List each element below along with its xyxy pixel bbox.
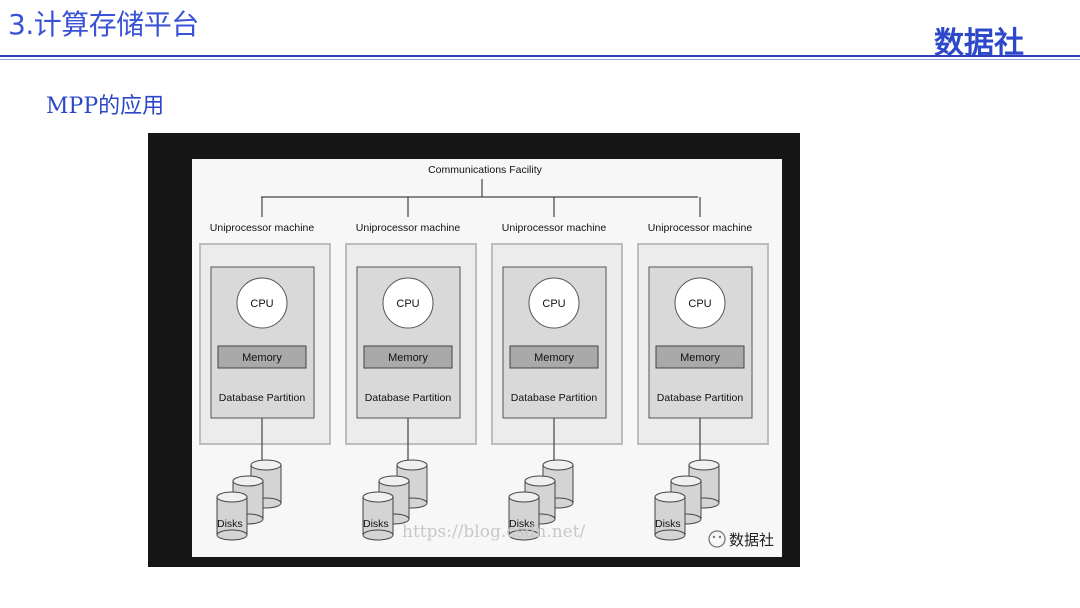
- communications-facility-label: Communications Facility: [428, 164, 543, 176]
- disk-top: [396, 459, 428, 471]
- machine-label: Uniprocessor machine: [648, 222, 753, 234]
- wechat-icon: [708, 530, 726, 548]
- cpu-label: CPU: [542, 298, 565, 310]
- disk-top: [654, 491, 686, 503]
- disk-body: [362, 496, 394, 536]
- disk-top: [670, 475, 702, 487]
- memory-label: Memory: [242, 352, 282, 364]
- slide-title: 3.计算存储平台: [8, 8, 199, 41]
- memory-label: Memory: [388, 352, 428, 364]
- cpu-label: CPU: [688, 298, 711, 310]
- disk-top: [378, 475, 410, 487]
- mpp-diagram: Communications Facility Uniprocessor mac…: [199, 164, 774, 549]
- disk-top: [232, 475, 264, 487]
- memory-label: Memory: [680, 352, 720, 364]
- cpu-label: CPU: [250, 298, 273, 310]
- header-rule-thin: [0, 59, 1080, 60]
- memory-box: [655, 345, 745, 369]
- disk-top: [524, 475, 556, 487]
- machine-label: Uniprocessor machine: [502, 222, 607, 234]
- disk-top: [542, 459, 574, 471]
- cpu-label: CPU: [396, 298, 419, 310]
- disks-label: Disks: [655, 518, 681, 530]
- machine-label: Uniprocessor machine: [356, 222, 461, 234]
- cpu-circle: [382, 277, 434, 329]
- disk-top: [362, 491, 394, 503]
- disk-bottom: [362, 529, 394, 541]
- memory-box: [217, 345, 307, 369]
- memory-box: [363, 345, 453, 369]
- disk-stack: [654, 459, 720, 541]
- disk-top: [508, 491, 540, 503]
- disks-label: Disks: [217, 518, 243, 530]
- disk-top: [250, 459, 282, 471]
- cpu-circle: [236, 277, 288, 329]
- machine-label: Uniprocessor machine: [210, 222, 315, 234]
- memory-box: [509, 345, 599, 369]
- disk-stack: [362, 459, 428, 541]
- partition-label: Database Partition: [365, 392, 452, 404]
- partition-label: Database Partition: [219, 392, 306, 404]
- disk-top: [216, 491, 248, 503]
- watermark: https://blog.csdn.net/ 数据社: [402, 522, 774, 549]
- disk-bottom: [654, 529, 686, 541]
- header-rule: [0, 55, 1080, 57]
- disk-bottom: [216, 529, 248, 541]
- watermark-url: https://blog.csdn.net/: [402, 522, 586, 542]
- watermark-brand: 数据社: [729, 531, 774, 549]
- disks-label: Disks: [363, 518, 389, 530]
- disk-top: [688, 459, 720, 471]
- disk-bottom: [508, 529, 540, 541]
- partition-label: Database Partition: [511, 392, 598, 404]
- memory-label: Memory: [534, 352, 574, 364]
- disk-stack: [216, 459, 282, 541]
- figure-canvas: Communications Facility Uniprocessor mac…: [192, 159, 782, 557]
- cpu-circle: [674, 277, 726, 329]
- cpu-circle: [528, 277, 580, 329]
- disks-label: Disks: [509, 518, 535, 530]
- figure-frame: Communications Facility Uniprocessor mac…: [148, 133, 800, 567]
- disk-stack: [508, 459, 574, 541]
- partition-label: Database Partition: [657, 392, 744, 404]
- section-subtitle: MPP的应用: [46, 94, 165, 119]
